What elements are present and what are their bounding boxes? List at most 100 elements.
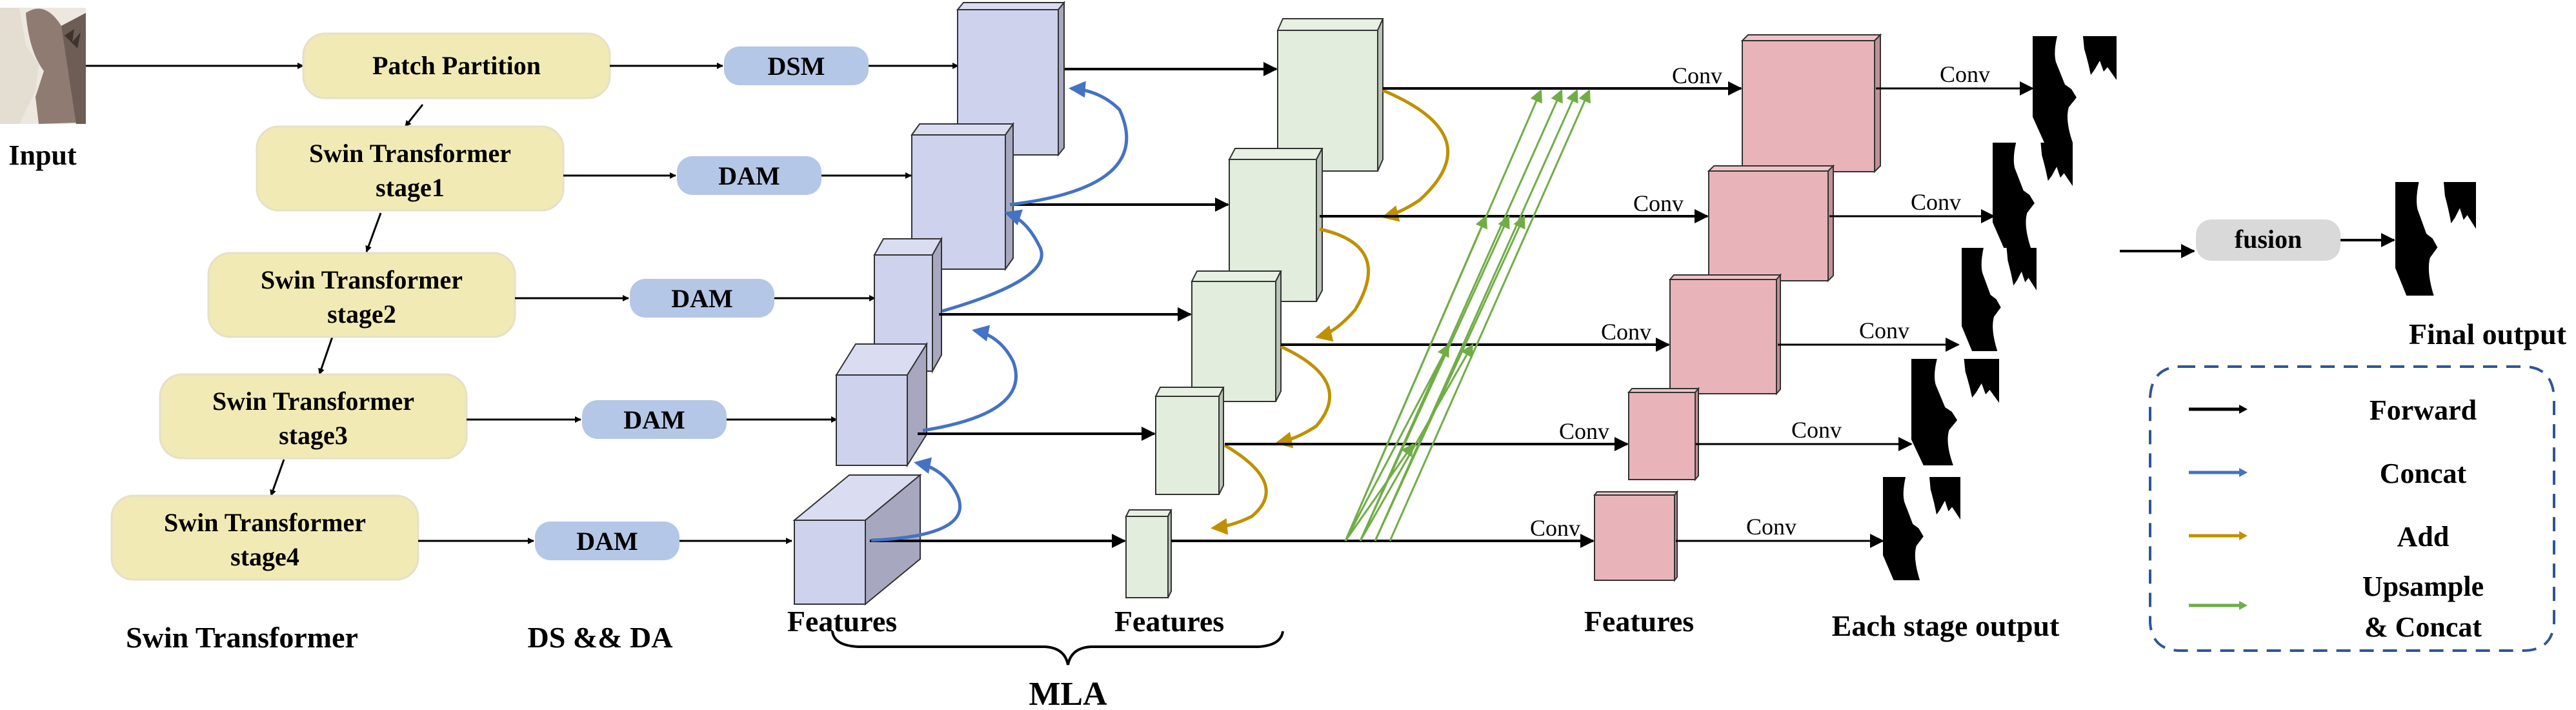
green-block-1 — [1276, 18, 1384, 172]
green-block-4-face — [1155, 396, 1220, 495]
final-output-mask-top-right — [2444, 182, 2476, 229]
purple-block-1-side — [1058, 1, 1065, 157]
stage3-box — [159, 373, 468, 460]
green-block-1-top — [1276, 18, 1384, 31]
legend-arrowhead-upsample — [2239, 601, 2248, 610]
legend-arrowhead-forward — [2239, 405, 2248, 414]
stage-output-mask-2-body — [1993, 143, 2035, 248]
dsda-caption: DS && DA — [528, 621, 673, 654]
legend-label-add: Add — [2397, 521, 2450, 553]
legend-label-upsample: Upsample — [2362, 571, 2484, 602]
stage3-label-line2: stage3 — [279, 421, 348, 450]
stage-output-mask-1 — [2033, 36, 2117, 143]
conv-label-in-3: Conv — [1601, 319, 1651, 345]
stage2-box — [207, 252, 516, 338]
stage4-box — [110, 494, 419, 581]
add-curve-2 — [1315, 227, 1371, 342]
upsample-line-up-10 — [1344, 443, 1414, 542]
dam-box-2 — [677, 156, 821, 195]
legend-arrowhead-concat — [2239, 468, 2248, 477]
green-block-3-side — [1275, 270, 1282, 402]
pink-block-5 — [1593, 490, 1679, 582]
conv-label-in-5: Conv — [1530, 515, 1580, 541]
features-left-caption: Features — [787, 605, 897, 638]
green-block-2-top — [1228, 148, 1323, 160]
stage-output-mask-1-top-right — [2083, 36, 2117, 80]
head-features-caption: Features — [1584, 605, 1694, 638]
concat-curve-3 — [922, 325, 1018, 432]
arrow-stage-down-4 — [270, 459, 285, 496]
pink-block-4 — [1627, 387, 1700, 482]
pink-block-3-top — [1668, 274, 1782, 280]
conv-label-out-2: Conv — [1911, 189, 1961, 215]
stage3-label-line1: Swin Transformer — [212, 387, 414, 416]
outputs-caption: Each stage output — [1832, 609, 2060, 642]
mla-brace — [831, 631, 1284, 665]
legend-label-forward: Forward — [2370, 394, 2477, 426]
green-block-4 — [1154, 387, 1225, 495]
green-block-1-side — [1377, 18, 1384, 172]
input-image — [0, 8, 86, 125]
stage1-label-line1: Swin Transformer — [309, 139, 511, 168]
dam-label-2: DAM — [718, 161, 780, 190]
purple-block-4-face — [836, 374, 908, 466]
dam-box-5 — [535, 522, 679, 560]
stage4-label-line1: Swin Transformer — [164, 508, 366, 537]
legend-label2-upsample: & Concat — [2364, 611, 2482, 643]
upsample-line-up-8 — [1344, 343, 1450, 542]
conv-label-in-4: Conv — [1559, 418, 1609, 444]
purple-block-3-side — [932, 236, 942, 374]
green-block-4-top — [1154, 387, 1225, 397]
conv-label-out-3: Conv — [1859, 318, 1909, 343]
green-block-3-face — [1191, 281, 1276, 402]
purple-block-2-side — [1005, 121, 1014, 272]
purple-block-2-top — [911, 123, 1014, 136]
patch-partition-label: Patch Partition — [372, 51, 541, 80]
green-block-4-side — [1218, 387, 1224, 495]
dsm-box-1 — [724, 46, 869, 85]
legend-label-concat: Concat — [2380, 458, 2467, 489]
pink-block-5-face — [1594, 494, 1675, 581]
stage-output-mask-3-body — [1962, 248, 2001, 351]
head-features — [1593, 33, 1882, 582]
input-label: Input — [8, 139, 77, 171]
arrow-stage-down-3 — [318, 336, 334, 375]
green-block-3-top — [1191, 270, 1282, 282]
stage-output-mask-5 — [1883, 477, 1960, 580]
upsample-line-up-5 — [1344, 215, 1488, 542]
green-block-5-top — [1125, 509, 1172, 517]
stage-output-mask-4 — [1911, 359, 1999, 465]
stage-output-mask-4-body — [1911, 359, 1958, 465]
stage4-label-line2: stage4 — [230, 542, 299, 571]
add-curve-4 — [1211, 443, 1268, 535]
upsample-line-up-7 — [1374, 215, 1525, 542]
upsample-line-up-6 — [1359, 215, 1510, 542]
final-output-mask — [2395, 182, 2476, 296]
dsm-label-1: DSM — [768, 52, 825, 81]
stage-output-mask-2-top-right — [2040, 143, 2073, 187]
purple-block-4 — [835, 341, 928, 468]
purple-block-5-face — [794, 520, 866, 605]
pink-block-1-top — [1740, 34, 1882, 41]
conv-label-out-1: Conv — [1940, 61, 1990, 87]
upsample-line-up-4 — [1389, 89, 1591, 542]
conv-label-out-4: Conv — [1791, 417, 1842, 443]
green-block-5-face — [1125, 516, 1169, 598]
green-block-5 — [1125, 509, 1172, 598]
add-curve-1 — [1382, 88, 1450, 222]
conv-label-in-1: Conv — [1672, 63, 1722, 88]
mla-caption: MLA — [1029, 676, 1107, 710]
stage-output-mask-5-top-right — [1929, 477, 1960, 520]
green-block-2-side — [1316, 148, 1323, 302]
fusion-box — [2196, 219, 2340, 261]
pink-block-1-side — [1874, 33, 1881, 174]
add-curve-3 — [1275, 345, 1332, 449]
mla-features-right — [1125, 18, 1384, 598]
pink-block-3-face — [1669, 279, 1777, 394]
features-right-caption: Features — [1114, 605, 1224, 638]
concat-curve-2 — [941, 209, 1043, 313]
stage1-box — [256, 125, 565, 212]
